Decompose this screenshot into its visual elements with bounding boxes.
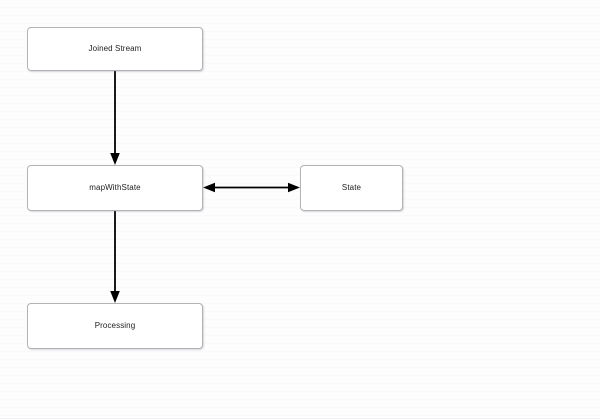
node-map-with-state-label: mapWithState xyxy=(89,183,141,192)
edge-joined-stream-to-map-with-state xyxy=(110,71,120,165)
arrowhead-down-to-map-with-state xyxy=(110,153,120,165)
node-state[interactable]: State xyxy=(300,165,403,211)
node-map-with-state[interactable]: mapWithState xyxy=(27,165,203,211)
edge-map-with-state-to-processing xyxy=(110,211,120,303)
node-joined-stream-label: Joined Stream xyxy=(88,44,142,53)
arrowhead-right-to-state xyxy=(288,182,300,193)
arrowhead-down-to-processing xyxy=(110,291,120,303)
node-joined-stream[interactable]: Joined Stream xyxy=(27,27,203,71)
node-processing[interactable]: Processing xyxy=(27,303,203,349)
node-state-label: State xyxy=(341,183,362,192)
node-processing-label: Processing xyxy=(94,321,136,330)
edge-map-with-state-to-state xyxy=(203,182,300,193)
arrowhead-left-to-map-with-state xyxy=(203,182,215,193)
